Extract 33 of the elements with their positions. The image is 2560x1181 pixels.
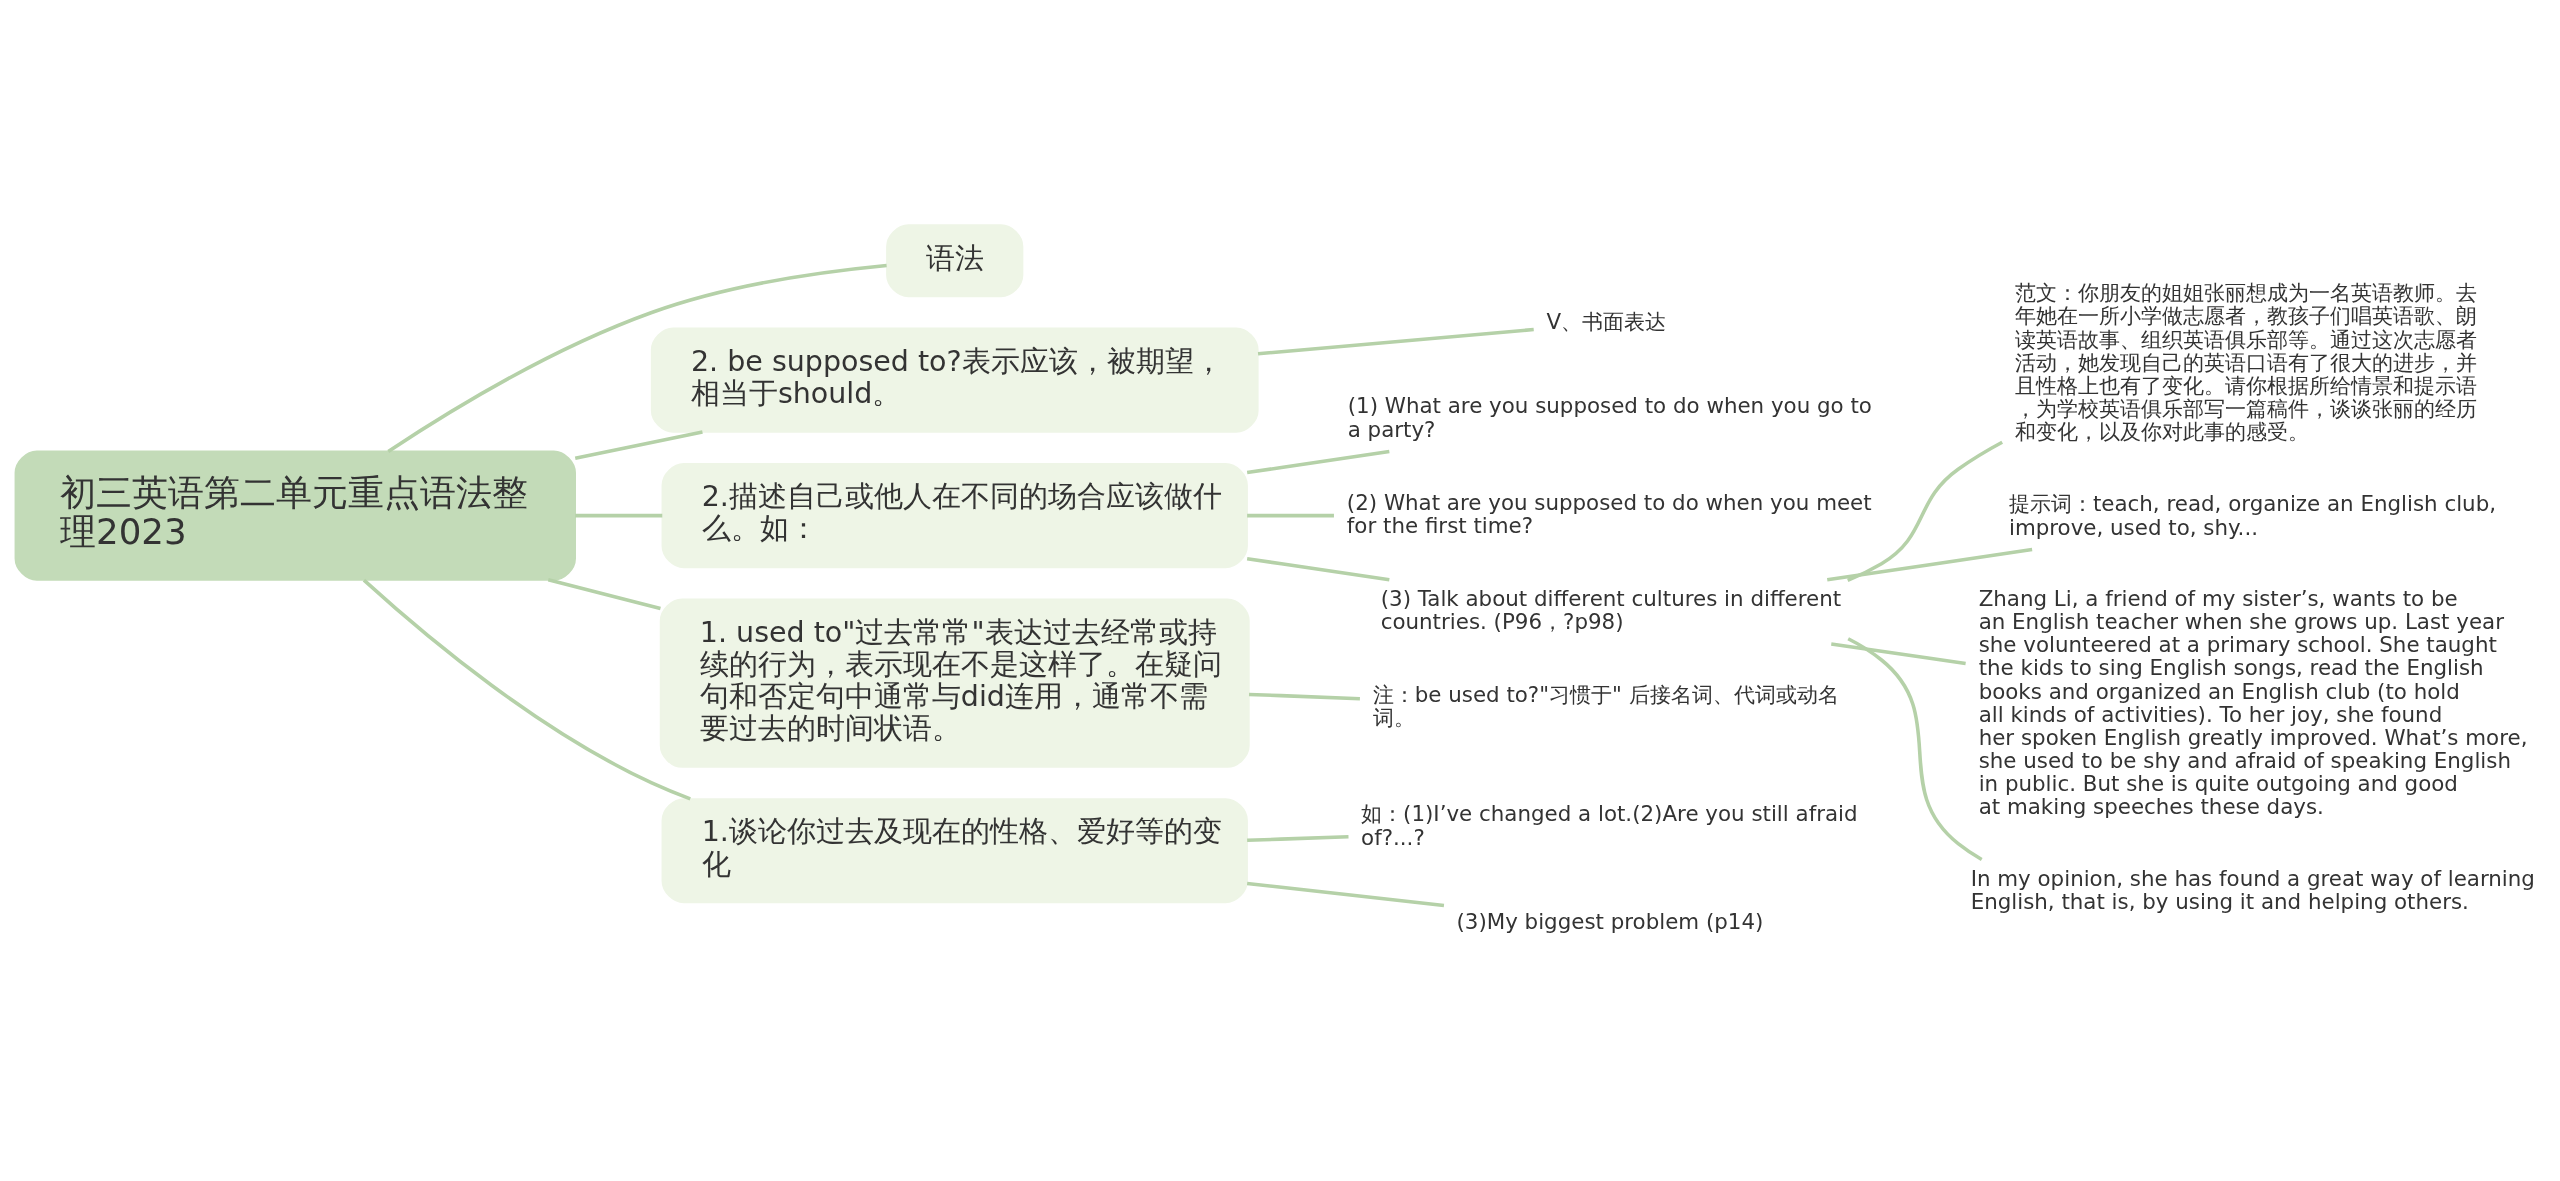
connector — [1247, 513, 1334, 518]
connector — [1847, 637, 1983, 862]
connector — [1246, 556, 1390, 582]
connector — [1248, 692, 1360, 701]
connector — [1827, 547, 2033, 582]
node-text: (1) What are you supposed to do when you go to a party? — [1347, 393, 1872, 442]
node-text: In my opinion, she has found a great way of learning English, that is, by using it and helping others. — [1970, 865, 2535, 914]
connector — [547, 578, 661, 611]
connector — [1847, 440, 2004, 583]
connector — [574, 430, 703, 460]
connector — [362, 578, 691, 801]
connector — [1831, 642, 1966, 666]
node-text: Zhang Li, a friend of my sister’s, wants to be an English teacher when she grows up. Last year she volunteered at a primary school. She taught the kids to sing English songs, read the English books and organized an English club (to hold all kinds of activities). To her joy, she found her spoken English greatly improved. What’s more, she used to be shy and afraid of speaking English in public. But she is quite outgoing and good at making speeches these days. — [1978, 585, 2528, 820]
node-box: 1.谈论你过去及现在的性格、爱好等的变化 — [661, 798, 1248, 904]
node-text: 如：(1)I’ve changed a lot.(2)Are you still afraid of?...? — [1361, 801, 1858, 850]
node-box: 2.描述自己或他人在不同的场合应该做什么。如： — [661, 463, 1248, 569]
node-text: V、书面表达 — [1546, 308, 1667, 334]
node-text: (3) Talk about different cultures in different countries. (P96，?p98) — [1380, 585, 1842, 634]
node-box: 1. used to"过去常常"表达过去经常或持续的行为，表示现在不是这样了。在疑问句和否定句中通常与did连用，通常不需要过去的时间状语。 — [659, 598, 1250, 768]
node-text: 范文：你朋友的姐姐张丽想成为一名英语教师。去年她在一所小学做志愿者，教孩子们唱英语歌、朗读英语故事、组织英语俱乐部等。通过这次志愿者活动，她发现自己的英语口语有了很大的进步，并且性格上也有了变化。请你根据所给情景和提示语，为学校英语俱乐部写一篇稿件，谈谈张丽的经历和变化，以及你对此事的感受。 — [2015, 280, 2478, 445]
node-text: (3)My biggest problem (p14) — [1456, 909, 1764, 935]
connector — [1247, 834, 1349, 843]
node-text: 注：be used to?"习惯于" 后接名词、代词或动名词。 — [1372, 682, 1839, 731]
node-box: 2. be supposed to?表示应该，被期望，相当于should。 — [650, 327, 1259, 433]
connector — [387, 263, 887, 453]
node-text: (2) What are you supposed to do when you meet for the first time? — [1346, 489, 1872, 538]
node-box: 语法 — [886, 224, 1024, 298]
connector — [1246, 449, 1390, 475]
node-box: 初三英语第二单元重点语法整理2023 — [14, 450, 576, 581]
connector — [575, 513, 663, 518]
connector — [1246, 881, 1445, 908]
node-text: 提示词：teach, read, organize an English club, improve, used to, shy... — [2008, 491, 2497, 540]
connector — [1257, 327, 1534, 356]
